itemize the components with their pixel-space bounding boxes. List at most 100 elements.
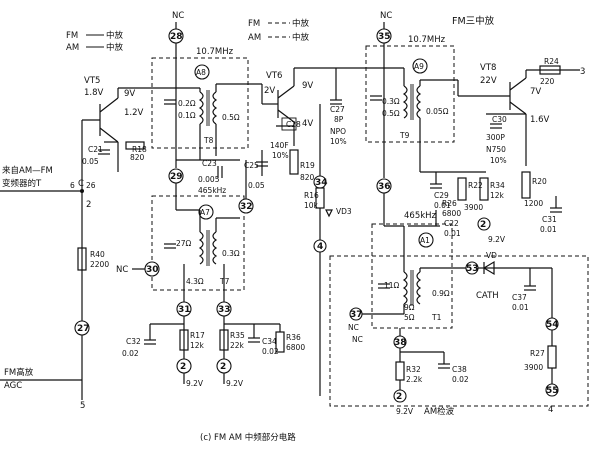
legend-mid-am-label: 中放 [292,32,310,43]
r17-name: R17 [190,331,205,340]
r22-name: R22 [468,181,483,190]
supply-1: 9.2V [186,379,204,388]
t8-secondary: 0.5Ω [222,113,240,122]
c29-name: C29 [434,191,449,200]
t8-secondary-coil [212,91,218,125]
r18-name: R18 [132,145,147,154]
r34-value: 12k [490,191,505,200]
vt6-collector [277,85,295,99]
c34-name: C34 [262,337,277,346]
c27-name: C27 [330,105,345,114]
agc-label-2: AGC [4,381,22,391]
vt5-vc: 9V [124,89,135,99]
pin-33-label: 33 [218,305,231,315]
pin-2-e-label: 2 [396,392,402,402]
input-label-1: 来自AM—FM [2,165,53,176]
r18-value: 820 [130,153,145,162]
supply-4: 9.2V [396,407,414,416]
r24-name: R24 [544,57,559,66]
pin-2-e [393,389,407,403]
pin-2-c-label: 2 [220,362,226,372]
pin-27-label: 27 [77,324,90,334]
r36-resistor [275,331,285,353]
pin-31-label: 31 [178,305,191,315]
t8-tag [194,64,210,80]
nc-35: NC [380,11,392,21]
c30-value: 300P [486,133,505,142]
vt8-name: VT8 [480,63,496,73]
t1-primary: 11Ω [384,281,400,290]
t1-primary-coil [402,271,408,305]
r19-name: R19 [300,161,315,170]
pin-36-label: 36 [378,182,391,192]
t9-primary-coil [402,85,408,119]
nc-30: NC [116,265,128,275]
r19-value: 820 [300,173,315,182]
r16-value: 10k [304,201,319,210]
t9-primary: 0.3Ω [382,97,400,106]
t9-tag [412,58,428,74]
r22-resistor [457,177,467,201]
input-pin-2: 2 [86,200,91,210]
c37-cath: CATH [476,291,499,301]
t8-primary2: 0.1Ω [178,111,196,120]
t1-tap: 9Ω [404,303,415,312]
pin-2-d-label: 2 [480,220,486,230]
t8-tag-label: A8 [196,68,206,77]
c31-name: C31 [542,215,557,224]
t1-tap2: 5Ω [404,313,415,322]
vt8-vb: 22V [480,76,497,86]
c25-value: 0.05 [248,181,265,190]
t9-primary2: 0.5Ω [382,109,400,118]
r32-name: R32 [406,365,421,374]
pin-38-label: 38 [394,338,407,348]
am-detect-label: AM检波 [424,406,455,417]
output-5: 5 [80,401,85,411]
input-sub-c: 26 [86,181,96,190]
pin-34-label: 34 [315,178,328,188]
t7-can [151,195,245,291]
r17-resistor [179,329,189,351]
nc-28: NC [172,11,184,21]
output-3: 3 [580,67,585,77]
t1-secondary-coil [416,271,422,305]
r24-resistor [539,65,561,75]
c30-tol: 10% [490,156,507,165]
pin-32-label: 32 [240,202,253,212]
c38-name: C38 [452,365,467,374]
vd3-name: VD3 [336,207,352,216]
t8-freq: 10.7MHz [196,47,234,57]
r35-value: 22k [230,341,245,350]
pin-54-label: 54 [546,320,559,330]
vt5-vb: 1.8V [84,88,104,98]
t8-name: T8 [203,136,214,145]
r20-value: 1200 [524,199,543,208]
legend-left-fm: FM [66,31,78,41]
t1-can [371,223,453,329]
t8-primary-coil [198,91,204,125]
r32-value: 2.2k [406,375,423,384]
t7-tag [198,204,214,220]
r34-resistor [479,177,489,201]
t8-freq2: 465kHz [198,186,226,195]
pin-53-label: 53 [466,264,479,274]
output-4: 4 [548,405,553,415]
t9-name: T9 [399,131,410,140]
t7-secondary: 0.3Ω [222,249,240,258]
c32-name: C32 [126,337,141,346]
r22-value: 3900 [464,203,483,212]
vt5-emitter [99,127,119,143]
t9-secondary-coil [416,85,422,119]
vt8-collector [509,77,527,91]
pin-2-d [477,217,491,231]
r35-name: R35 [230,331,245,340]
c30-name: C30 [492,115,507,124]
vt6-ve: 4V [302,119,313,129]
vt6-vb: 2V [264,86,275,96]
title-fm-third-if: FM三中放 [452,15,495,27]
t9-secondary: 0.05Ω [426,107,449,116]
vt8-vc: 7V [530,87,541,97]
r18-resistor [125,141,145,150]
pin-30-label: 30 [146,265,159,275]
